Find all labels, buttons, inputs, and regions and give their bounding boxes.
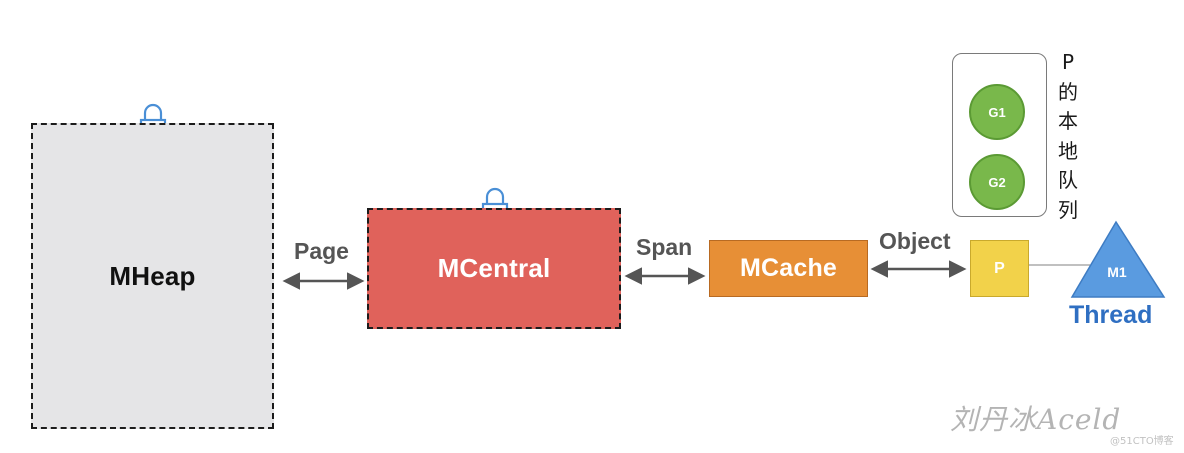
goroutine-g2: G2 <box>969 154 1025 210</box>
goroutine-g1: G1 <box>969 84 1025 140</box>
mheap-label: MHeap <box>109 260 196 291</box>
caption-char: 地 <box>1058 138 1078 163</box>
site-watermark: @51CTO博客 <box>1110 436 1174 447</box>
mcentral-box: MCentral <box>367 208 621 329</box>
caption-char: 本 <box>1058 109 1078 133</box>
page-edge-label: Page <box>294 238 349 264</box>
caption-char: P <box>1061 50 1075 74</box>
p-box: P <box>970 240 1029 297</box>
m1-label: M1 <box>1107 264 1127 280</box>
mcache-label: MCache <box>739 254 838 282</box>
caption-char: 列 <box>1058 197 1078 222</box>
mcache-box: MCache <box>709 240 868 297</box>
thread-triangle <box>1070 220 1166 298</box>
mheap-box: MHeap <box>31 123 274 429</box>
author-watermark: 刘丹冰Aceld <box>950 403 1122 436</box>
thread-label: Thread <box>1069 301 1153 329</box>
caption-char: 队 <box>1058 168 1078 192</box>
g1-label: G1 <box>988 104 1006 120</box>
span-edge-label: Span <box>636 234 693 260</box>
object-edge-label: Object <box>879 228 951 254</box>
mcentral-label: MCentral <box>437 253 551 283</box>
g2-label: G2 <box>988 174 1006 190</box>
caption-char: 的 <box>1058 79 1078 104</box>
local-queue-caption: P 的 本 地 队 列 <box>1054 48 1082 225</box>
p-label: P <box>994 259 1005 277</box>
